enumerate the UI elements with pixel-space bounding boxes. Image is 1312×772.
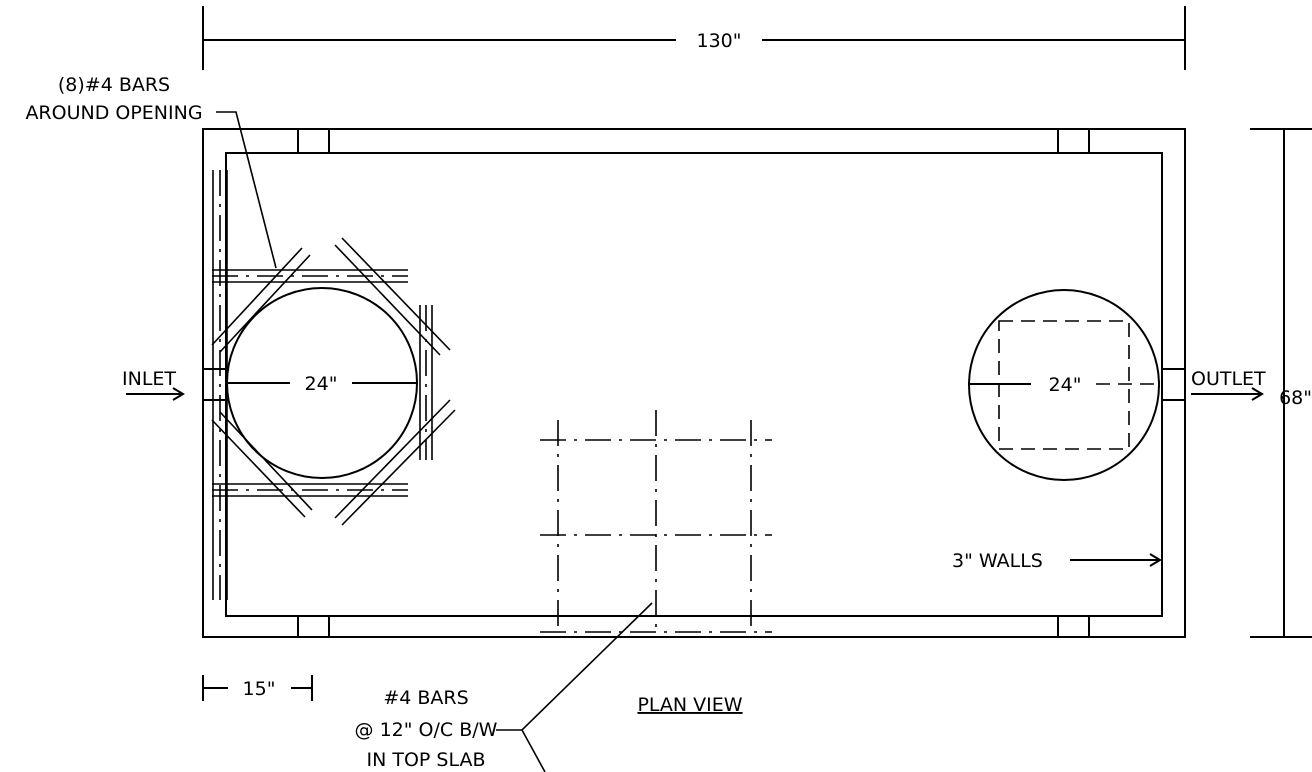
overall-width-dimension: 68" bbox=[1250, 128, 1312, 638]
outlet-label: OUTLET bbox=[1191, 368, 1266, 390]
rebar-opening-note-line2: AROUND OPENING bbox=[25, 102, 202, 124]
overall-width-label: 68" bbox=[1279, 387, 1312, 409]
slab-bars-note-line2: @ 12" O/C B/W bbox=[355, 719, 498, 741]
inlet-label: INLET bbox=[122, 368, 176, 390]
opening-reinforcing-bars: (8)#4 BARS AROUND OPENING bbox=[25, 74, 456, 600]
top-slab-bar-grid: #4 BARS @ 12" O/C B/W IN TOP SLAB bbox=[355, 410, 772, 772]
inlet-opening-diameter: 24" bbox=[305, 373, 338, 395]
outlet-opening: 24" bbox=[968, 289, 1160, 481]
offset-dimension: 15" bbox=[202, 675, 313, 701]
wall-thickness-note: 3" WALLS bbox=[952, 550, 1162, 572]
overall-length-label: 130" bbox=[696, 30, 741, 52]
offset-label: 15" bbox=[243, 678, 276, 700]
walls-label: 3" WALLS bbox=[952, 550, 1043, 572]
view-title: PLAN VIEW bbox=[637, 694, 742, 716]
outlet-opening-diameter: 24" bbox=[1049, 374, 1082, 396]
overall-length-dimension: 130" bbox=[202, 6, 1186, 70]
outlet-pipe: OUTLET bbox=[1161, 368, 1266, 401]
slab-bars-note-line3: IN TOP SLAB bbox=[366, 749, 485, 771]
rebar-opening-note-line1: (8)#4 BARS bbox=[58, 74, 170, 96]
slab-bars-note-line1: #4 BARS bbox=[383, 687, 468, 709]
inlet-pipe: INLET bbox=[122, 368, 227, 401]
